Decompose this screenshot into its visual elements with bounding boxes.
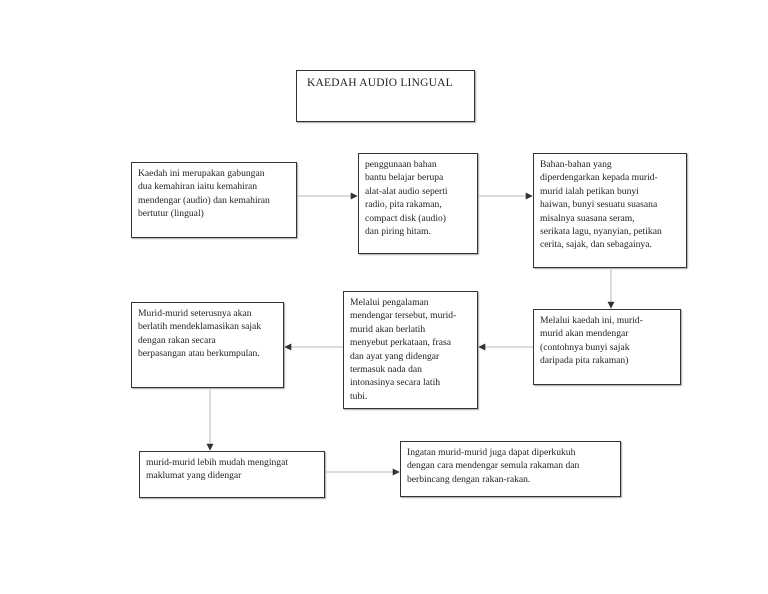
box-definition: Kaedah ini merupakan gabungan dua kemahi… — [131, 162, 297, 238]
box-reinforcement: Ingatan murid-murid juga dapat diperkuku… — [400, 441, 621, 497]
box-memory: murid-murid lebih mudah mengingat maklum… — [139, 451, 325, 498]
box-recitation: Murid-murid seterusnya akan berlatih men… — [131, 302, 284, 388]
box-listening: Melalui kaedah ini, murid- murid akan me… — [533, 309, 681, 385]
box-sound-examples: Bahan-bahan yang diperdengarkan kepada m… — [533, 153, 687, 268]
box-pronunciation-practice: Melalui pengalaman mendengar tersebut, m… — [343, 291, 478, 409]
diagram-title: KAEDAH AUDIO LINGUAL — [296, 70, 475, 122]
box-audio-materials: penggunaan bahan bantu belajar berupa al… — [358, 153, 478, 254]
